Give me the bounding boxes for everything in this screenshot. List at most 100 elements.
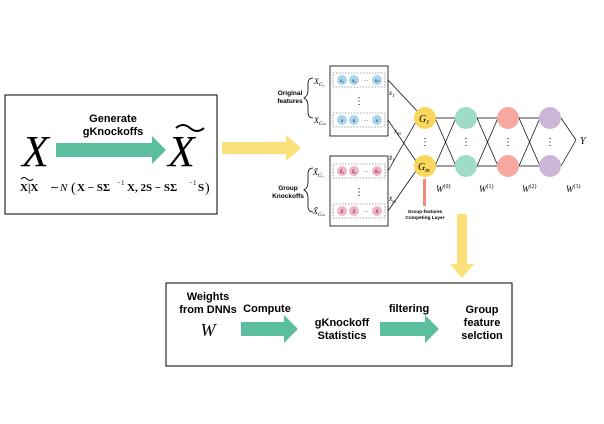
w0-label: W(0) (436, 183, 451, 194)
hidden1-node-bottom (455, 155, 477, 177)
group-layer-marker (423, 179, 426, 206)
compute-label: Compute (243, 303, 291, 315)
result-label-2: feature (464, 317, 501, 329)
link-xm-label: xm (393, 127, 401, 137)
svg-text:−1: −1 (117, 179, 125, 187)
svg-text:x: x (340, 118, 344, 124)
knock-ellipsis-top: ··· (363, 169, 369, 175)
knock-cell-x2: x̃₂ (349, 166, 359, 176)
big-x-symbol: X (20, 127, 51, 176)
knock-cell-xn: x̃ₙ (372, 166, 382, 176)
link-xt1-label: x̃1 (388, 154, 395, 164)
orig-cell-x2: x₂ (349, 75, 359, 85)
svg-text:N: N (59, 182, 68, 194)
brace-original (303, 77, 314, 119)
svg-text:x̃ₙ: x̃ₙ (374, 169, 380, 175)
group-layer-label: Group-features Competing Layer (405, 209, 444, 221)
svg-text:G1: G1 (419, 114, 429, 126)
g1-node: G1 (414, 107, 436, 129)
link-x1-label: x1 (388, 89, 395, 99)
orig-ellipsis-bottom: ··· (363, 118, 369, 124)
down-arrow (450, 214, 474, 278)
xt-g1-label: X̃G₁ (312, 168, 324, 179)
weights-label-1: Weights (187, 291, 230, 303)
svg-text:x̃: x̃ (340, 209, 344, 215)
w3-label: W(3) (566, 183, 581, 194)
orig-cell-bottom-1: x (337, 115, 347, 125)
orig-vdots: ⋮ (354, 96, 364, 107)
knock-cell-bottom-2: x̃ (349, 206, 359, 216)
w1-label: W(1) (479, 183, 494, 194)
gm-node: Gm (414, 155, 436, 177)
link-xtm-label: x̃m (388, 195, 396, 205)
svg-text:∼: ∼ (50, 182, 59, 194)
hidden3-vdots: ⋮ (545, 137, 555, 148)
orig-cell-bottom-2: x (349, 115, 359, 125)
knockoff-formula: X|X ∼ N ( X − SΣ −1 X, 2S − SΣ −1 S ) (20, 177, 210, 196)
svg-text:x̃₁: x̃₁ (339, 169, 344, 175)
pipeline-box (165, 282, 513, 367)
generate-label: Generate (89, 113, 137, 125)
orig-cell-bottom-n: x (372, 115, 382, 125)
brace-knockoffs (303, 167, 314, 213)
orig-cell-xn: xₙ (372, 75, 382, 85)
stats-label-2: Statistics (318, 330, 367, 342)
svg-text:−1: −1 (189, 179, 197, 187)
svg-text:Original: Original (278, 90, 303, 97)
svg-text:Competing Layer: Competing Layer (405, 215, 444, 221)
x-g1-label: XG₁ (313, 77, 325, 88)
weights-label-2: from DNNs (179, 304, 236, 316)
filtering-arrow (380, 315, 439, 343)
svg-text:X|X: X|X (20, 182, 38, 194)
knock-cell-x1: x̃₁ (337, 166, 347, 176)
svg-text:x₂: x₂ (351, 78, 356, 84)
svg-text:Gm: Gm (418, 162, 430, 174)
g-vdots: ⋮ (420, 137, 430, 148)
weights-symbol: W (201, 320, 218, 340)
result-label-1: Group (466, 304, 499, 316)
svg-text:S: S (198, 182, 204, 194)
feature-connectors (387, 79, 419, 212)
hidden2-node-bottom (497, 155, 519, 177)
knock-ellipsis-bottom: ··· (363, 209, 369, 215)
hidden2-node-top (497, 107, 519, 129)
knock-cell-bottom-1: x̃ (337, 206, 347, 216)
output-y: Y (580, 136, 587, 147)
svg-text:x̃: x̃ (375, 209, 379, 215)
knock-vdots: ⋮ (354, 187, 364, 198)
svg-text:X, 2S − SΣ: X, 2S − SΣ (127, 182, 177, 194)
hidden1-vdots: ⋮ (461, 137, 471, 148)
svg-text:features: features (277, 98, 303, 105)
to-network-arrow (222, 135, 301, 161)
hidden1-node-top (455, 107, 477, 129)
svg-text:x: x (352, 118, 356, 124)
filtering-label: filtering (389, 303, 429, 315)
x-gm-label: XGₘ (313, 116, 327, 127)
hidden3-node-top (539, 107, 561, 129)
svg-text:Knockoffs: Knockoffs (272, 193, 304, 200)
svg-text:Group: Group (278, 185, 298, 192)
svg-text:x: x (375, 118, 379, 124)
gknockoffs-label: gKnockoffs (83, 126, 144, 138)
original-features-label: Original features (277, 90, 303, 105)
svg-text:): ) (205, 181, 210, 196)
hidden3-node-bottom (539, 155, 561, 177)
big-x-tilde-symbol: X (166, 124, 205, 176)
result-label-3: selction (461, 330, 503, 342)
w2-label: W(2) (522, 183, 537, 194)
svg-text:Group-features: Group-features (408, 209, 443, 215)
svg-text:x₁: x₁ (339, 78, 344, 84)
svg-text:x̃₂: x̃₂ (351, 169, 356, 175)
generate-arrow (56, 136, 166, 164)
orig-ellipsis-top: ··· (363, 78, 369, 84)
group-knockoffs-label: Group Knockoffs (272, 185, 304, 200)
stats-label-1: gKnockoff (315, 317, 370, 329)
orig-cell-x1: x₁ (337, 75, 347, 85)
compute-arrow (241, 315, 298, 343)
knock-cell-bottom-n: x̃ (372, 206, 382, 216)
svg-text:x̃: x̃ (352, 209, 356, 215)
svg-text:X − SΣ: X − SΣ (77, 182, 110, 194)
hidden2-vdots: ⋮ (503, 137, 513, 148)
hidden-edges (434, 117, 577, 167)
